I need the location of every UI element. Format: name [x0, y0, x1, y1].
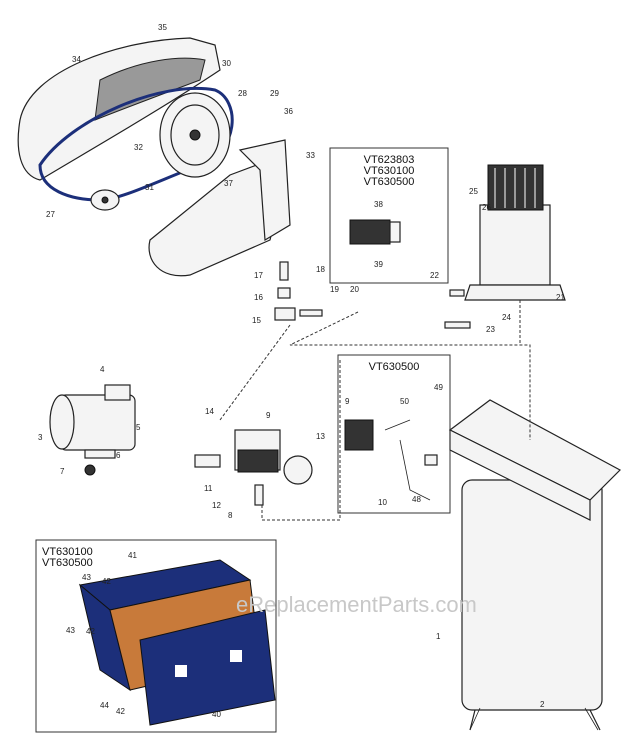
connection-lines: [219, 300, 531, 521]
callout-17: 17: [254, 271, 263, 280]
callout-43: 43: [66, 626, 75, 635]
callout-9: 9: [266, 411, 271, 420]
callout-19: 19: [330, 285, 339, 294]
variant-box: [35, 539, 277, 733]
callout-14: 14: [205, 407, 214, 416]
callout-49: 49: [434, 383, 443, 392]
callout-35: 35: [158, 23, 167, 32]
callout-48: 48: [412, 495, 421, 504]
callout-37: 37: [224, 179, 233, 188]
callout-13: 13: [316, 432, 325, 441]
callout-2: 2: [540, 700, 545, 709]
callout-44: 44: [100, 701, 109, 710]
model-number: VT630100: [42, 546, 93, 558]
callout-15: 15: [252, 316, 261, 325]
callout-7: 7: [60, 467, 65, 476]
model-number: VT630500: [364, 176, 415, 188]
callout-39: 39: [374, 260, 383, 269]
callout-12: 12: [212, 501, 221, 510]
callout-8: 8: [228, 511, 233, 520]
callout-3: 3: [38, 433, 43, 442]
callout-21: 21: [556, 293, 565, 302]
model-number: VT630500: [42, 557, 93, 569]
shroud-panels: [78, 559, 276, 726]
callout-42: 42: [102, 577, 111, 586]
callout-23: 23: [486, 325, 495, 334]
model-number: VT623803: [364, 154, 415, 166]
callout-31: 31: [145, 183, 154, 192]
callout-42: 42: [116, 707, 125, 716]
callout-50: 50: [400, 397, 409, 406]
callout-32: 32: [134, 143, 143, 152]
motor: [49, 384, 136, 476]
callout-27: 27: [46, 210, 55, 219]
pressure-switch-alt: [344, 419, 438, 501]
belt-guard-front: [148, 139, 291, 277]
variant-box: [329, 147, 449, 284]
callout-20: 20: [350, 285, 359, 294]
compressor-pump: [464, 164, 566, 301]
variant-box: [337, 354, 451, 514]
air-tank: [448, 399, 621, 731]
callout-16: 16: [254, 293, 263, 302]
flywheel: [159, 92, 231, 178]
callout-33: 33: [306, 151, 315, 160]
callout-5: 5: [136, 423, 141, 432]
model-number: VT630500: [369, 361, 420, 373]
callout-34: 34: [72, 55, 81, 64]
pressure-switch: [194, 429, 313, 506]
callout-29: 29: [270, 89, 279, 98]
callout-10: 10: [378, 498, 387, 507]
callout-1: 1: [436, 632, 441, 641]
air-filter: [349, 219, 401, 245]
motor-pulley: [90, 189, 120, 211]
callout-41: 41: [128, 551, 137, 560]
fittings: [274, 261, 471, 329]
callout-26: 26: [482, 203, 491, 212]
callout-28: 28: [238, 89, 247, 98]
callout-22: 22: [430, 271, 439, 280]
callout-42: 42: [86, 627, 95, 636]
callout-6: 6: [116, 451, 121, 460]
callout-11: 11: [204, 484, 213, 493]
callout-38: 38: [374, 200, 383, 209]
callout-9: 9: [345, 397, 350, 406]
callout-18: 18: [316, 265, 325, 274]
callout-30: 30: [222, 59, 231, 68]
watermark: eReplacementParts.com: [236, 592, 477, 617]
callout-4: 4: [100, 365, 105, 374]
callout-24: 24: [502, 313, 511, 322]
callout-36: 36: [284, 107, 293, 116]
callout-25: 25: [469, 187, 478, 196]
callout-43: 43: [82, 573, 91, 582]
model-number: VT630100: [364, 165, 415, 177]
callout-40: 40: [212, 710, 221, 719]
